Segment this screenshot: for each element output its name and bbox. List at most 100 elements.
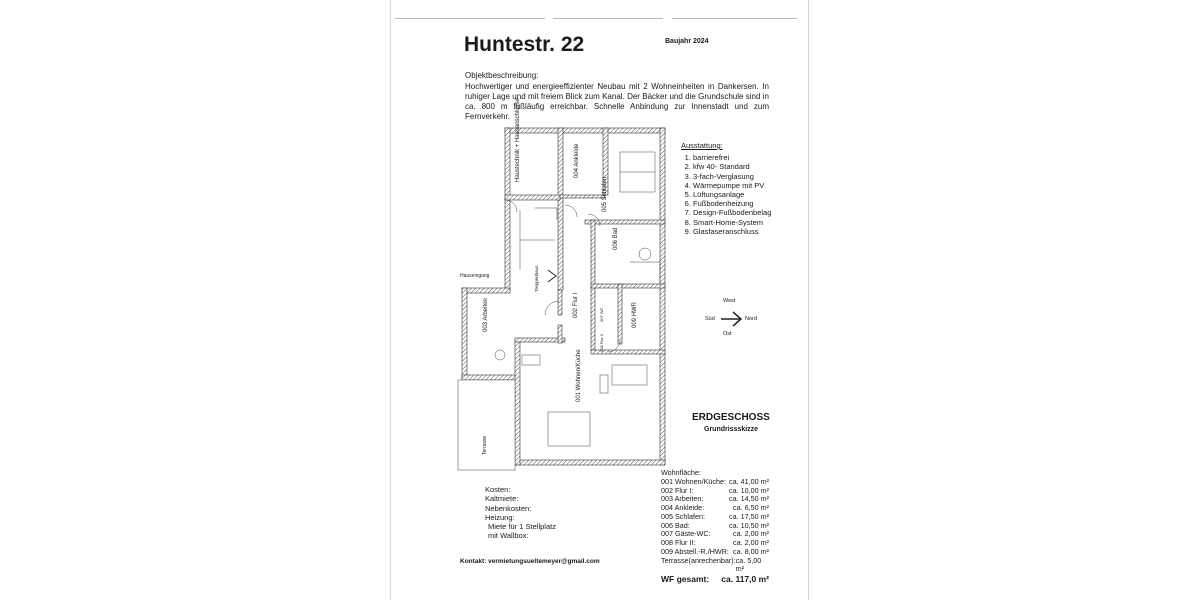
page-edge-left	[390, 0, 391, 600]
wf-room: 007 Gäste-WC:	[661, 529, 711, 539]
floor-subtitle: Grundrissskizze	[704, 426, 759, 433]
wall	[504, 127, 511, 291]
wf-row: 001 Wohnen/Küche:ca. 41,00 m²	[661, 476, 769, 487]
room-label: 009 HWR	[632, 301, 638, 328]
wf-room: 009 Abstell.-R./HWR:	[661, 546, 729, 556]
divider	[395, 18, 545, 19]
room-label: Terrasse	[482, 436, 488, 455]
compass-sued: Süd	[705, 316, 715, 322]
ausstattung-item: barrierefrei	[693, 153, 771, 162]
wf-row: 003 Arbeiten: ca. 14,50 m²	[661, 494, 769, 504]
ausstattung-heading: Ausstattung:	[681, 141, 723, 150]
wall	[514, 459, 666, 466]
wf-area: ca. 2,00 m²	[733, 538, 769, 547]
kontakt: Kontakt: vermietungsueltemeyer@gmail.com	[460, 558, 600, 565]
description-text: Hochwertiger und energieeffizienter Neub…	[465, 82, 769, 121]
kosten-item: Kaltmiete:	[485, 494, 519, 504]
wall	[514, 339, 521, 466]
ausstattung-item: Glasfaseranschluss	[693, 227, 771, 236]
wall	[559, 194, 606, 199]
wf-room: 008 Flur II:	[661, 538, 696, 547]
kosten-item: mit Wallbox:	[488, 531, 529, 541]
wf-row: 005 Schlafen: ca. 17,50 m²	[661, 511, 769, 522]
kosten-item: Heizung:	[485, 512, 515, 522]
wall	[557, 289, 563, 316]
wf-row: 006 Bad: ca. 10,50 m²	[661, 520, 769, 531]
wf-room: 004 Ankleide:	[661, 503, 705, 512]
wf-area: ca. 5,00 m²	[735, 555, 762, 574]
wall	[590, 349, 666, 355]
wall	[461, 287, 511, 294]
wf-area: ca. 10,00 m²	[729, 485, 769, 495]
kosten-item: Miete für 1 Stellplatz	[488, 522, 556, 532]
wf-row: 004 Ankleide: ca. 6,50 m²	[661, 503, 769, 513]
room-label: 004 Ankleide	[574, 143, 580, 178]
total-label: WF gesamt:	[661, 574, 710, 584]
compass-nord: Nord	[745, 316, 757, 322]
description-heading: Objektbeschreibung:	[465, 71, 539, 80]
ausstattung-item: kfw 40- Standard	[693, 162, 771, 171]
room-label: Haustechnik + Hausanschlüsse	[515, 97, 521, 182]
wall	[590, 283, 666, 289]
page-edge-right	[808, 0, 809, 600]
room-label: 008 Flur II	[599, 334, 604, 352]
wf-area: ca. 10,50 m²	[729, 520, 769, 530]
wall	[617, 283, 623, 345]
floor-title: ERDGESCHOSS	[692, 412, 770, 423]
wf-room: 006 Bad:	[661, 520, 690, 530]
compass-west: West	[723, 298, 736, 304]
wohnflaeche-table: Wohnfläche: 001 Wohnen/Küche:ca. 41,00 m…	[661, 468, 769, 584]
compass-arrow-icon	[721, 311, 743, 327]
ausstattung-item: Fußbodenheizung	[693, 199, 771, 208]
wall	[584, 219, 666, 225]
wf-room: 005 Schlafen:	[661, 511, 705, 521]
wf-row: 009 Abstell.-R./HWR: ca. 8,00 m²	[661, 546, 769, 557]
wall	[461, 287, 468, 381]
wf-row: Terrasse(anrechenbar):ca. 5,00 m²	[661, 555, 769, 575]
wf-area: ca. 6,50 m²	[733, 503, 769, 512]
room-label: 002 Flur I	[573, 292, 579, 318]
room-label: 006 Bad	[613, 228, 619, 250]
room-label: 005 Schlafen	[602, 177, 608, 212]
divider	[553, 18, 663, 19]
ausstattung-item: 3-fach-Verglasung	[693, 172, 771, 181]
room-label: 003 Arbeiten	[483, 298, 489, 332]
wf-area: ca. 41,00 m²	[729, 476, 769, 486]
ausstattung-item: Design-Fußbodenbelag	[693, 208, 771, 217]
wf-row: 002 Flur I: ca. 10,00 m²	[661, 485, 769, 496]
ausstattung-list: Ausstattung: barrierefreikfw 40- Standar…	[681, 141, 771, 236]
divider	[672, 18, 797, 19]
room-label: Treppenhaus	[534, 265, 539, 292]
page-title: Huntestr. 22	[464, 33, 585, 56]
wf-room: 001 Wohnen/Küche:	[661, 476, 727, 486]
wf-area: ca. 2,00 m²	[733, 529, 769, 539]
ausstattung-item: Smart-Home-System	[693, 218, 771, 227]
wf-room: Terrasse(anrechenbar):	[661, 555, 736, 565]
wall	[602, 127, 609, 196]
wf-total: WF gesamt:ca. 117,0 m²	[661, 575, 769, 584]
kosten-item: Nebenkosten:	[485, 503, 532, 513]
wall	[461, 374, 518, 381]
wf-row: 007 Gäste-WC: ca. 2,00 m²	[661, 529, 769, 539]
wall	[514, 337, 566, 343]
wall	[557, 324, 563, 344]
wf-area: ca. 14,50 m²	[729, 494, 769, 504]
wall	[659, 127, 666, 466]
wf-area: ca. 17,50 m²	[729, 511, 769, 521]
wall	[504, 194, 561, 201]
entrance-arrow	[547, 269, 557, 283]
ausstattung-item: Lüftungsanlage	[693, 190, 771, 199]
room-label: 001 Wohnen/Küche	[576, 349, 582, 402]
wall	[557, 127, 564, 291]
wf-room: 002 Flur I:	[661, 485, 694, 495]
baujahr: Baujahr 2024	[665, 38, 709, 45]
wf-room: 003 Arbeiten:	[661, 494, 704, 504]
wf-row: 008 Flur II: ca. 2,00 m²	[661, 538, 769, 548]
wf-area: ca. 8,00 m²	[733, 546, 769, 556]
room-label: 007 WC	[599, 307, 604, 322]
kosten-list: Kosten:Kaltmiete:Nebenkosten:Heizung:Mie…	[485, 485, 556, 541]
wall	[504, 127, 666, 134]
terrasse-outline	[457, 379, 516, 471]
compass-ost: Ost	[723, 331, 732, 337]
